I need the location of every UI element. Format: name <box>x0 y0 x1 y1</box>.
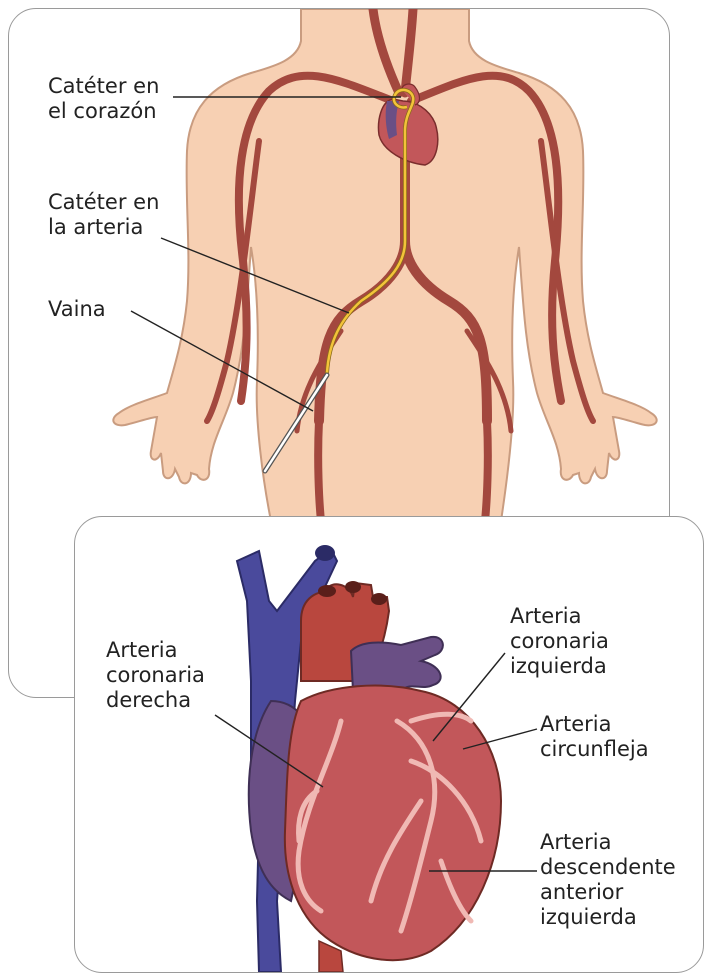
body-silhouette <box>113 9 656 521</box>
label-line: coronaria <box>510 629 609 654</box>
label-left-coronary: Arteria coronaria izquierda <box>510 604 609 679</box>
label-line: Arteria <box>106 638 205 663</box>
label-line: el corazón <box>48 99 159 124</box>
label-catheter-artery: Catéter en la arteria <box>48 190 159 240</box>
label-line: Catéter en <box>48 74 159 99</box>
label-line: Arteria <box>540 712 649 737</box>
label-catheter-heart: Catéter en el corazón <box>48 74 159 124</box>
label-circumflex: Arteria circunfleja <box>540 712 649 762</box>
label-line: Arteria <box>510 604 609 629</box>
label-sheath: Vaina <box>48 297 106 322</box>
label-line: anterior <box>540 880 676 905</box>
label-line: la arteria <box>48 215 159 240</box>
label-line: derecha <box>106 688 205 713</box>
label-line: Arteria <box>540 830 676 855</box>
label-lad: Arteria descendente anterior izquierda <box>540 830 676 930</box>
label-right-coronary: Arteria coronaria derecha <box>106 638 205 713</box>
label-line: izquierda <box>510 654 609 679</box>
label-line: izquierda <box>540 905 676 930</box>
label-line: circunfleja <box>540 737 649 762</box>
label-line: coronaria <box>106 663 205 688</box>
label-line: Catéter en <box>48 190 159 215</box>
label-line: descendente <box>540 855 676 880</box>
